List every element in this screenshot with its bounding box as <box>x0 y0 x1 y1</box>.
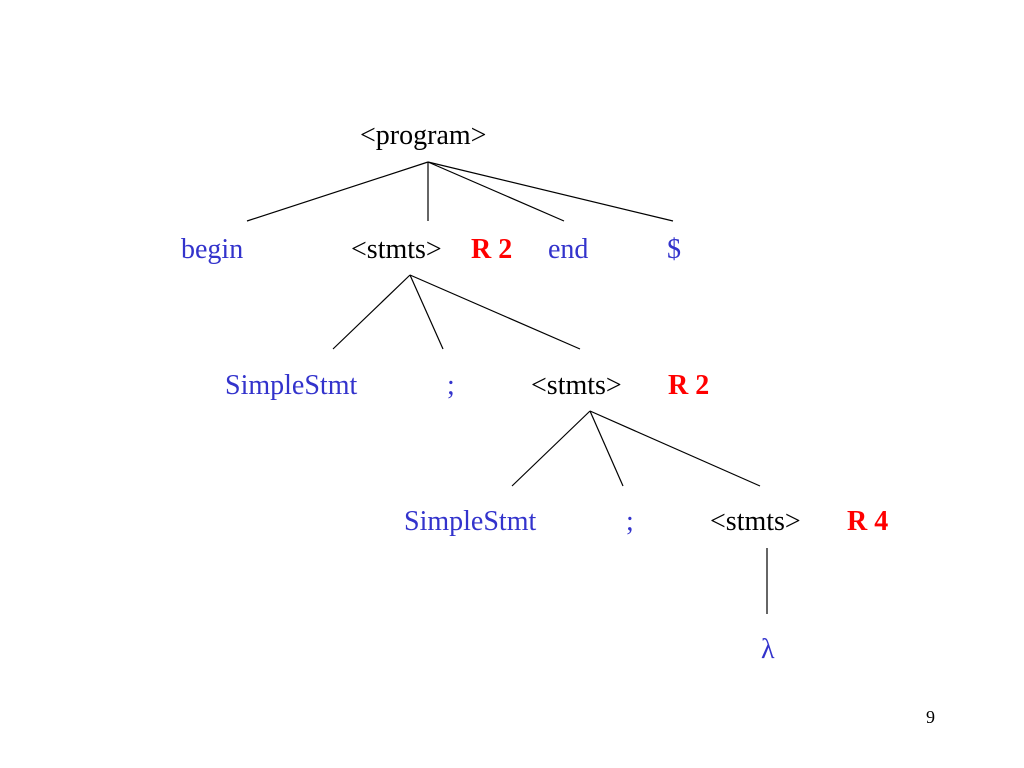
edge-stmts2-stmts3 <box>589 410 761 487</box>
page-number: 9 <box>926 707 935 727</box>
node-program: <program> <box>360 120 487 151</box>
edge-stmts1-semi1 <box>409 274 444 350</box>
node-semicolon-level2: ; <box>447 370 455 401</box>
edge-stmts1-stmts2 <box>409 274 581 350</box>
node-end: end <box>548 234 589 265</box>
edge-stmts2-semi2 <box>589 410 624 487</box>
edge-program-begin <box>246 161 429 222</box>
rule-label-level1: R 2 <box>471 234 513 265</box>
rule-label-level2: R 2 <box>668 370 710 401</box>
node-begin: begin <box>181 234 244 265</box>
node-dollar: $ <box>667 234 681 265</box>
node-stmts-level2: <stmts> <box>531 370 622 401</box>
edge-stmts1-simple1 <box>332 274 411 350</box>
node-simplestmt-level3: SimpleStmt <box>404 506 537 537</box>
edge-program-end <box>427 161 565 222</box>
node-stmts-level3: <stmts> <box>710 506 801 537</box>
rule-label-level3: R 4 <box>847 506 889 537</box>
node-semicolon-level3: ; <box>626 506 634 537</box>
node-simplestmt-level2: SimpleStmt <box>225 370 358 401</box>
node-lambda: λ <box>761 634 775 665</box>
edge-stmts2-simple2 <box>511 410 591 487</box>
node-stmts-level1: <stmts> <box>351 234 442 265</box>
edge-program-dollar <box>427 161 674 222</box>
